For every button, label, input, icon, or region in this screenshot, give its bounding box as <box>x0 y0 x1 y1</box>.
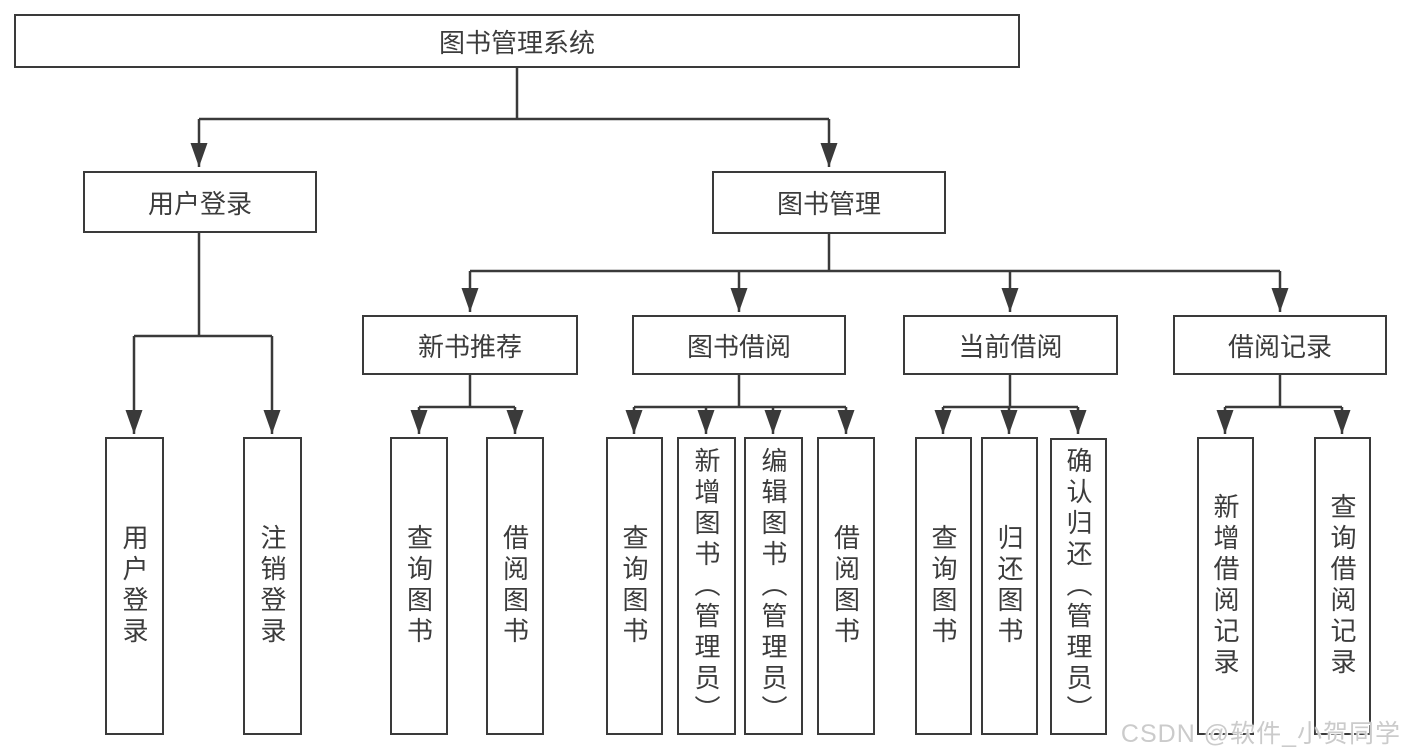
connector-current-borrow-trunk <box>943 375 1078 409</box>
connector-borrow-records-trunk <box>1225 375 1342 409</box>
watermark: CSDN @软件_小贺同学 <box>1120 720 1401 747</box>
node-borrowing-records: 借阅记录 <box>1173 315 1387 375</box>
node-book-borrowing: 图书借阅 <box>632 315 846 375</box>
node-leaf-query-books-3: 查询图书 <box>915 437 972 735</box>
node-library-management-system: 图书管理系统 <box>14 14 1020 68</box>
connector-root-trunk <box>199 68 829 121</box>
node-user-login: 用户登录 <box>83 171 317 233</box>
connector-book-management-trunk <box>470 234 1280 273</box>
node-leaf-query-books-2: 查询图书 <box>606 437 663 735</box>
node-leaf-query-books-1: 查询图书 <box>390 437 448 735</box>
node-leaf-return-books: 归还图书 <box>981 437 1038 735</box>
connector-new-book-trunk <box>419 375 515 409</box>
node-book-management: 图书管理 <box>712 171 946 234</box>
node-leaf-edit-books-admin: 编辑图书（管理员） <box>744 437 803 735</box>
node-new-book-recommendation: 新书推荐 <box>362 315 578 375</box>
node-leaf-borrow-books-2: 借阅图书 <box>817 437 875 735</box>
connector-book-borrow-trunk <box>634 375 846 409</box>
node-leaf-add-books-admin: 新增图书（管理员） <box>677 437 736 735</box>
node-current-borrowing: 当前借阅 <box>903 315 1118 375</box>
connector-user-login-trunk <box>134 233 272 338</box>
node-leaf-logout: 注销登录 <box>243 437 302 735</box>
node-leaf-add-borrow-record: 新增借阅记录 <box>1197 437 1254 735</box>
node-leaf-user-login: 用户登录 <box>105 437 164 735</box>
node-leaf-borrow-books-1: 借阅图书 <box>486 437 544 735</box>
node-leaf-query-borrow-record: 查询借阅记录 <box>1314 437 1371 735</box>
node-leaf-confirm-return-admin: 确认归还（管理员） <box>1050 438 1107 735</box>
